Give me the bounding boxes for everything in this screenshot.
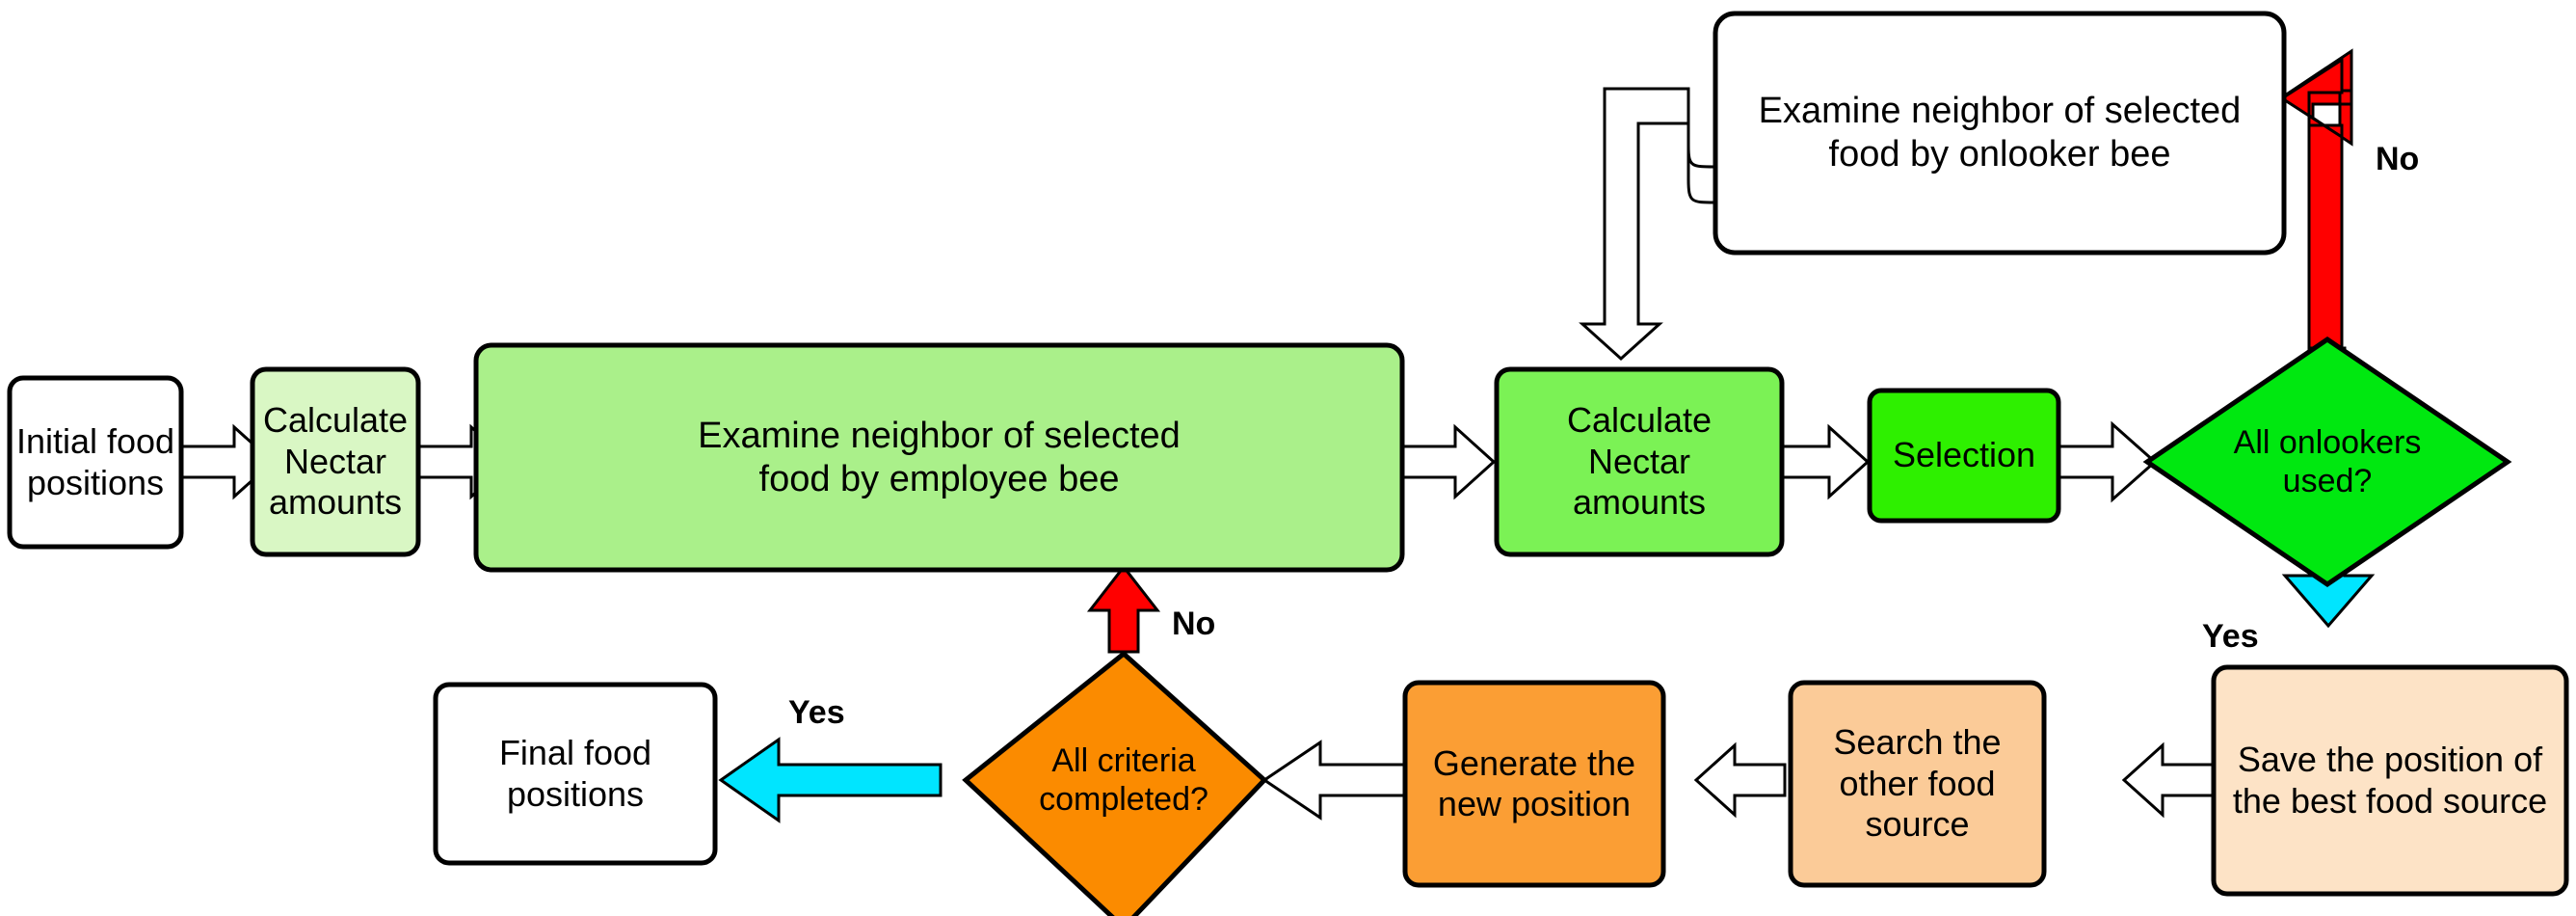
node-selection[interactable] xyxy=(1867,388,2061,524)
arrow-yes-criteria-completed xyxy=(718,737,943,823)
arrow-no-criteria-completed xyxy=(1086,564,1161,654)
edge-label-yes-criteria: Yes xyxy=(788,694,845,731)
arrow-generate-to-criteria-diamond xyxy=(1261,740,1407,821)
edge-label-no-criteria: No xyxy=(1172,606,1216,642)
node-save-best-food-source[interactable] xyxy=(2211,664,2569,897)
arrow-onlooker-box-to-calc2 xyxy=(1579,87,1717,362)
arrow-selection-to-onlookers-diamond xyxy=(2058,420,2158,503)
node-examine-neighbor-employee-bee[interactable] xyxy=(473,342,1405,573)
arrow-no-onlookers-shaft xyxy=(2307,123,2344,351)
arrow-no-onlookers-head xyxy=(2279,57,2344,140)
node-final-food-positions[interactable] xyxy=(433,682,718,866)
node-initial-food-positions[interactable] xyxy=(7,375,184,550)
arrow-save-to-search xyxy=(2121,741,2216,819)
edge-label-no-onlookers: No xyxy=(2376,141,2420,177)
arrow-calc2-to-selection xyxy=(1780,423,1871,500)
node-calculate-nectar-amounts-2[interactable] xyxy=(1494,366,1785,557)
node-all-onlookers-used[interactable] xyxy=(2142,336,2512,588)
edge-label-yes-onlookers: Yes xyxy=(2202,618,2259,655)
node-generate-new-position[interactable] xyxy=(1402,680,1666,888)
node-examine-neighbor-onlooker-bee[interactable] xyxy=(1713,11,2287,256)
node-calculate-nectar-amounts-1[interactable] xyxy=(250,366,421,557)
arrow-search-to-generate xyxy=(1693,741,1787,819)
node-search-other-food-source[interactable] xyxy=(1788,680,2047,888)
node-all-criteria-completed[interactable] xyxy=(962,650,1268,916)
arrow-examine-employee-to-calc2 xyxy=(1401,423,1497,500)
